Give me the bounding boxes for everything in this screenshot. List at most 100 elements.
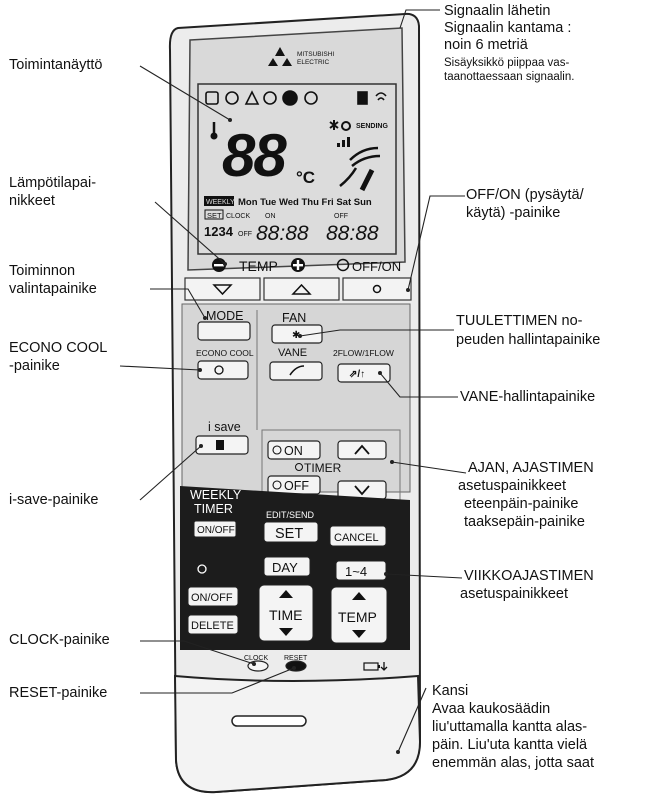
weekly-onoff-label: ON/OFF: [197, 525, 235, 536]
clock-small-label: CLOCK: [244, 655, 268, 662]
mode-button[interactable]: [197, 321, 251, 341]
brand-line1: MITSUBISHI: [297, 51, 334, 58]
set-indicator: SET: [207, 211, 222, 220]
econo-label-2: -painike: [9, 358, 60, 374]
weekly-temp-button[interactable]: [330, 586, 388, 644]
signal-note-1: Sisäyksikkö piippaa vas-: [444, 57, 570, 69]
editsend-label: EDIT/SEND: [266, 510, 315, 520]
time-up-icon: [279, 590, 293, 598]
cancel-button-label: CANCEL: [334, 532, 379, 544]
cover-label-4: päin. Liu'uta kantta vielä: [432, 737, 588, 753]
fan-label-1: TUULETTIMEN no-: [456, 313, 583, 329]
leader-dots: [198, 118, 410, 754]
cancel-button[interactable]: [329, 525, 387, 547]
cover-slot: [231, 715, 307, 727]
day-button[interactable]: [263, 556, 311, 577]
weekly-label-2: asetuspainikkeet: [460, 586, 569, 602]
mode-label: MODE: [206, 309, 244, 323]
onoff-button-label: ON/OFF: [191, 592, 233, 604]
timer-label-1: AJAN, AJASTIMEN: [468, 460, 594, 476]
econo-cool-button-icon: [214, 365, 224, 375]
cover-label-2: Avaa kaukosäädin: [432, 701, 551, 717]
triangle-up-icon: [291, 283, 312, 295]
timer-on-clock-icon: [272, 445, 282, 455]
timer-on-label: ON: [284, 444, 303, 458]
flow-label: 2FLOW/1FLOW: [333, 348, 394, 358]
clock-indicator: CLOCK: [226, 213, 250, 220]
flow-button[interactable]: [337, 363, 391, 383]
onoff-button[interactable]: [187, 586, 239, 607]
offon-circle-icon: [372, 284, 382, 294]
vane-label-text: VANE-hallintapainike: [460, 389, 596, 405]
delete-button-label: DELETE: [191, 620, 234, 632]
temp-label: TEMP: [239, 258, 278, 274]
cool-mode-icon: [263, 91, 277, 105]
timer-on-button[interactable]: [267, 440, 321, 460]
clock-symbol-icon: [197, 564, 207, 574]
signal-note-2: taanottaessaan signaalin.: [444, 71, 575, 83]
weekly-label-1: VIIKKOAJASTIMEN: [464, 568, 594, 584]
weekly-onoff-button[interactable]: [193, 520, 237, 538]
cover-label-1: Kansi: [432, 683, 469, 699]
offon-label-1: OFF/ON (pysäytä/: [466, 187, 584, 203]
temperature-digits: 88: [222, 122, 287, 189]
fan-button-icon: ✱: [292, 330, 300, 341]
triangle-down-icon: [212, 284, 233, 296]
timer-off-label: OFF: [284, 479, 309, 493]
set-button-label: SET: [275, 526, 303, 542]
chevron-down-icon: [354, 485, 370, 496]
timer-off-indicator-top: OFF: [334, 213, 348, 220]
timer-off-clock-icon: [272, 480, 282, 490]
time-display-1: 88:88: [256, 222, 309, 245]
sending-label: SENDING: [356, 123, 388, 130]
day-button-label: DAY: [272, 560, 298, 575]
delete-button[interactable]: [187, 614, 239, 635]
mode-label-1: Toiminnon: [9, 263, 76, 279]
fan-button[interactable]: [271, 324, 323, 344]
time-display-2: 88:88: [326, 222, 379, 245]
clock-label-text: CLOCK-painike: [9, 632, 110, 648]
mode-icons: [205, 90, 387, 106]
offon-label-2: käytä) -painike: [466, 205, 561, 221]
flow-button-icon: ⇗/↑: [349, 369, 365, 380]
econo-label-1: ECONO COOL: [9, 340, 108, 356]
econo-label: ECONO COOL: [196, 348, 254, 358]
isave-indicator-icon: [357, 91, 368, 105]
vane-button-icon: [289, 365, 305, 376]
offon-button[interactable]: [342, 277, 412, 301]
time-button[interactable]: [258, 584, 314, 642]
signal-label-2: Signaalin kantama :: [444, 20, 572, 36]
vane-label: VANE: [278, 347, 307, 359]
isave-label-text: i-save-painike: [9, 492, 99, 508]
reset-label-text: RESET-painike: [9, 685, 108, 701]
weekly-indicator: [204, 196, 234, 206]
mitsubishi-logo: [268, 47, 292, 66]
set-button[interactable]: [263, 521, 319, 543]
temperature-unit: °C: [296, 168, 315, 187]
battery-icon: [363, 662, 388, 671]
offon-label: OFF/ON: [352, 259, 401, 274]
fan-label-2: peuden hallintapainike: [456, 332, 601, 348]
chevron-up-icon: [354, 444, 370, 455]
range-button[interactable]: [335, 560, 387, 581]
vane-button[interactable]: [269, 361, 323, 381]
timer-on-indicator: ON: [265, 213, 276, 220]
timer-clock-icon: [295, 463, 303, 471]
signal-label-1: Signaalin lähetin: [444, 3, 551, 19]
reset-button[interactable]: [285, 660, 307, 672]
signal-icon: [375, 92, 387, 101]
leader-lines: [119, 9, 467, 753]
program-numbers: 1234: [204, 224, 234, 239]
isave-button-icon: [216, 440, 224, 450]
set-indicator-box: [204, 209, 224, 220]
isave-label: i save: [208, 420, 241, 434]
temp-buttons-label-2: nikkeet: [9, 193, 55, 209]
forward-button[interactable]: [337, 440, 387, 460]
temp-down-button[interactable]: [184, 277, 261, 301]
temp-up-button[interactable]: [263, 277, 340, 301]
fan-level-bars: [337, 137, 350, 147]
timer-off-indicator: OFF: [238, 231, 252, 238]
display-label: Toimintanäyttö: [9, 57, 103, 73]
timer-label-3: eteenpäin-painike: [464, 496, 579, 512]
